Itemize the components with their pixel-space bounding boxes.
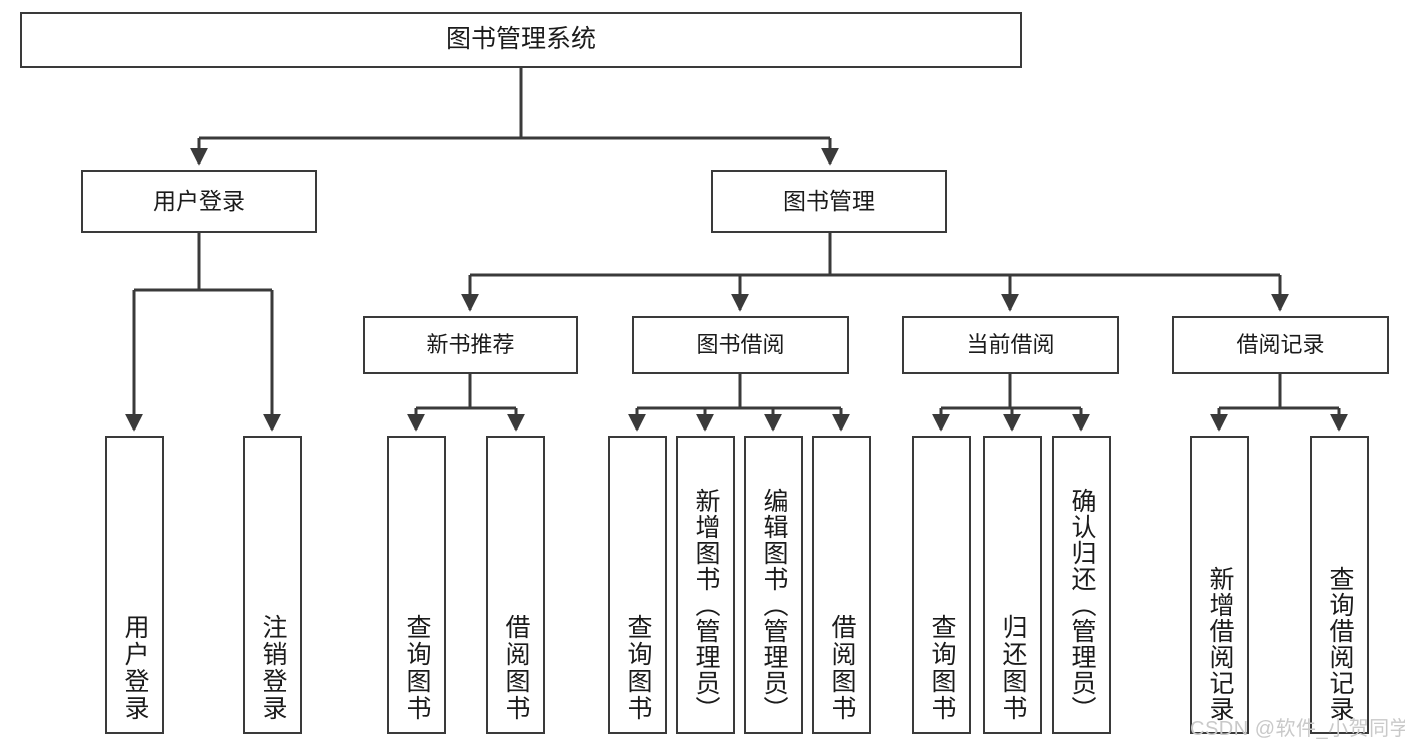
node-new-book-recommend[interactable]: 新书推荐 [363, 316, 578, 374]
node-book-borrow[interactable]: 图书借阅 [632, 316, 849, 374]
node-borrow-record[interactable]: 借阅记录 [1172, 316, 1389, 374]
node-label: 用户登录 [153, 187, 245, 214]
node-leaf-edit-book[interactable]: 编辑图书（管理员） [744, 436, 803, 734]
node-label: 编辑图书（管理员） [760, 488, 788, 722]
node-label: 借阅图书 [828, 614, 856, 722]
node-leaf-query-book-1[interactable]: 查询图书 [387, 436, 446, 734]
node-current-borrow[interactable]: 当前借阅 [902, 316, 1119, 374]
node-book-manage[interactable]: 图书管理 [711, 170, 947, 233]
node-leaf-borrow-book-1[interactable]: 借阅图书 [486, 436, 545, 734]
node-leaf-query-book-2[interactable]: 查询图书 [608, 436, 667, 734]
node-label: 注销登录 [259, 614, 287, 722]
node-leaf-user-logout[interactable]: 注销登录 [243, 436, 302, 734]
node-label: 图书管理系统 [445, 25, 596, 54]
node-label: 新书推荐 [426, 331, 515, 357]
node-user-login[interactable]: 用户登录 [81, 170, 317, 233]
node-label: 查询借阅记录 [1326, 566, 1354, 722]
node-label: 查询图书 [928, 614, 956, 722]
node-leaf-add-borrow-record[interactable]: 新增借阅记录 [1190, 436, 1249, 734]
node-label: 查询图书 [403, 614, 431, 722]
node-label: 图书管理 [783, 187, 875, 214]
node-leaf-confirm-return[interactable]: 确认归还（管理员） [1052, 436, 1111, 734]
node-label: 用户登录 [121, 614, 149, 722]
node-label: 查询图书 [624, 614, 652, 722]
node-leaf-add-book[interactable]: 新增图书（管理员） [676, 436, 735, 734]
node-label: 借阅图书 [502, 614, 530, 722]
node-label: 借阅记录 [1236, 331, 1325, 357]
node-label: 新增借阅记录 [1206, 566, 1234, 722]
node-leaf-query-book-3[interactable]: 查询图书 [912, 436, 971, 734]
node-label: 归还图书 [999, 614, 1027, 722]
node-root-system[interactable]: 图书管理系统 [20, 12, 1022, 68]
watermark: CSDN @软件_小贺同学 [1190, 718, 1405, 740]
node-leaf-borrow-book-2[interactable]: 借阅图书 [812, 436, 871, 734]
node-label: 图书借阅 [696, 331, 785, 357]
node-leaf-user-login[interactable]: 用户登录 [105, 436, 164, 734]
node-label: 确认归还（管理员） [1068, 488, 1096, 722]
node-leaf-query-borrow-record[interactable]: 查询借阅记录 [1310, 436, 1369, 734]
node-label: 当前借阅 [966, 331, 1055, 357]
node-label: 新增图书（管理员） [692, 488, 720, 722]
node-leaf-return-book[interactable]: 归还图书 [983, 436, 1042, 734]
